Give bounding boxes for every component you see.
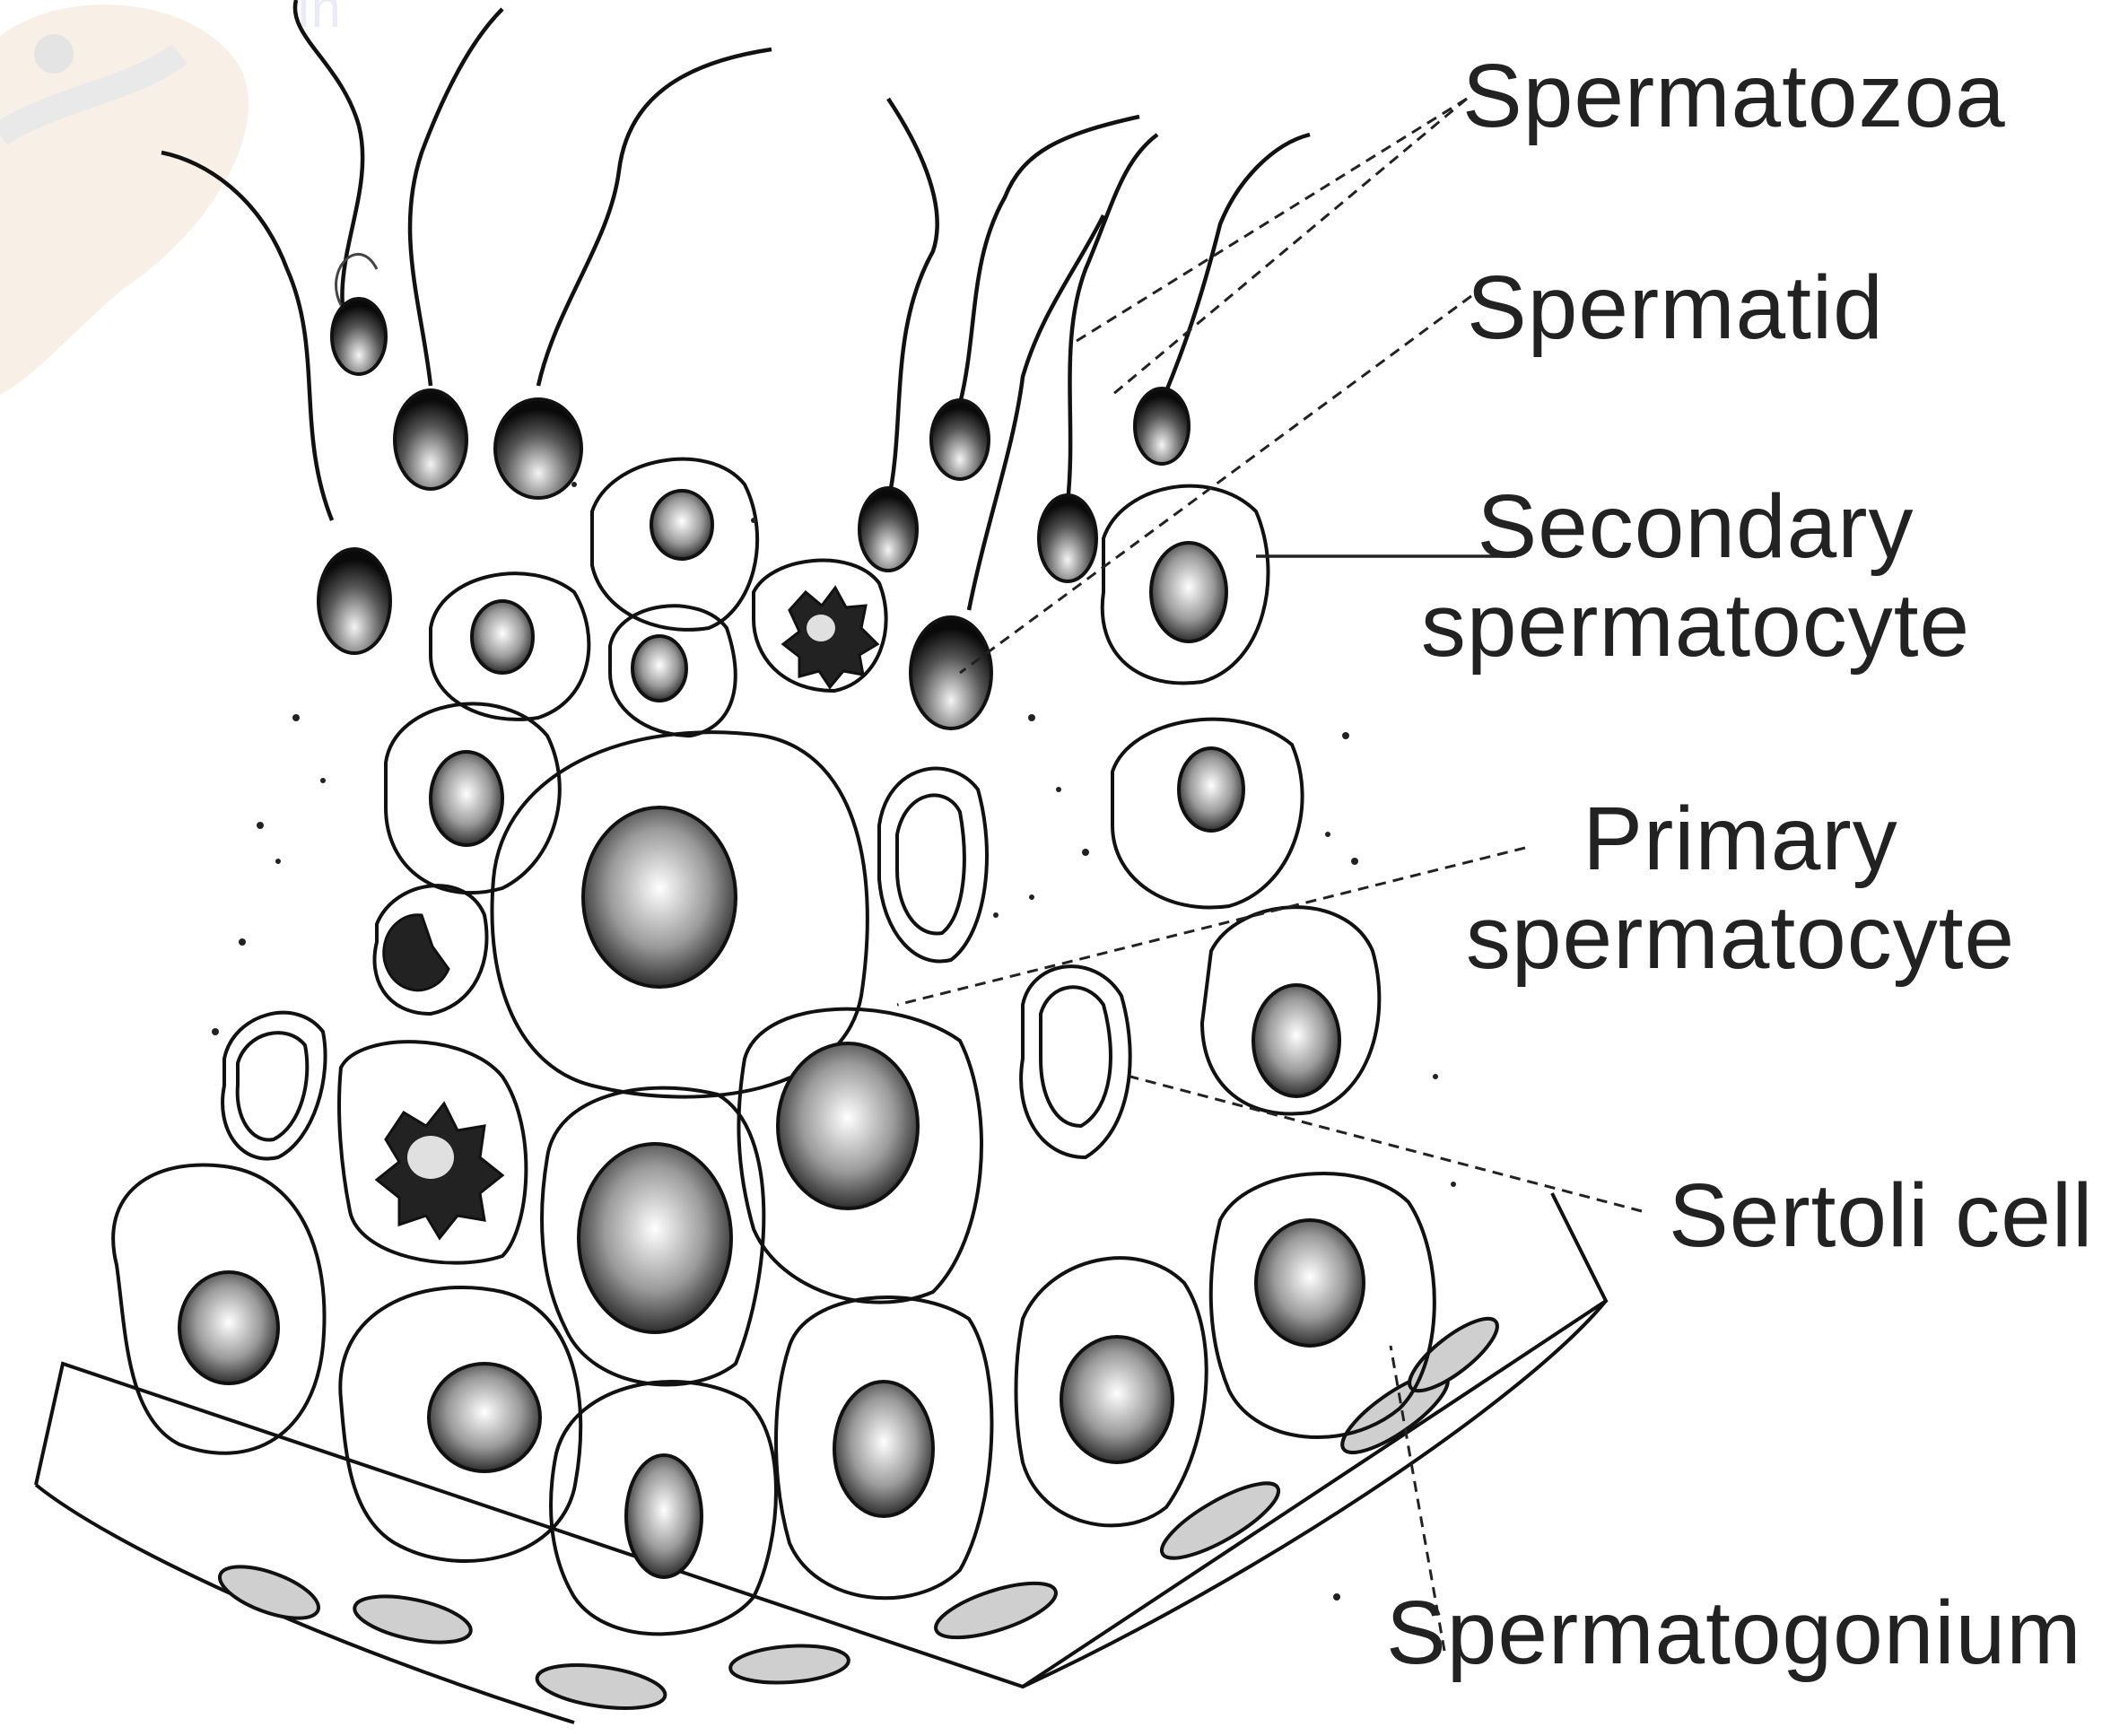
- spermatogonia: [113, 1165, 1435, 1634]
- label-spermatozoa: Spermatozoa: [1462, 47, 2006, 145]
- label-sertoli-cell: Sertoli cell: [1669, 1166, 2093, 1265]
- myoid-cells: [214, 1307, 1507, 1715]
- spermatozoa-group: [161, 0, 1310, 728]
- label-primary-spermatocyte: Primary spermatocyte: [1444, 789, 2037, 987]
- label-spermatid: Spermatid: [1467, 258, 1884, 357]
- label-spermatogonium: Spermatogonium: [1386, 1583, 2082, 1682]
- label-secondary-line2: spermatocyte: [1400, 576, 1992, 675]
- primary-spermatocytes: [339, 732, 981, 1384]
- watermark-logo: In: [0, 0, 341, 395]
- basement-membrane: [36, 1193, 1606, 1723]
- label-secondary-spermatocyte: Secondary spermatocyte: [1400, 477, 1992, 675]
- label-primary-line2: spermatocyte: [1444, 888, 2037, 987]
- label-primary-line1: Primary: [1444, 789, 2037, 888]
- label-secondary-line1: Secondary: [1400, 477, 1992, 576]
